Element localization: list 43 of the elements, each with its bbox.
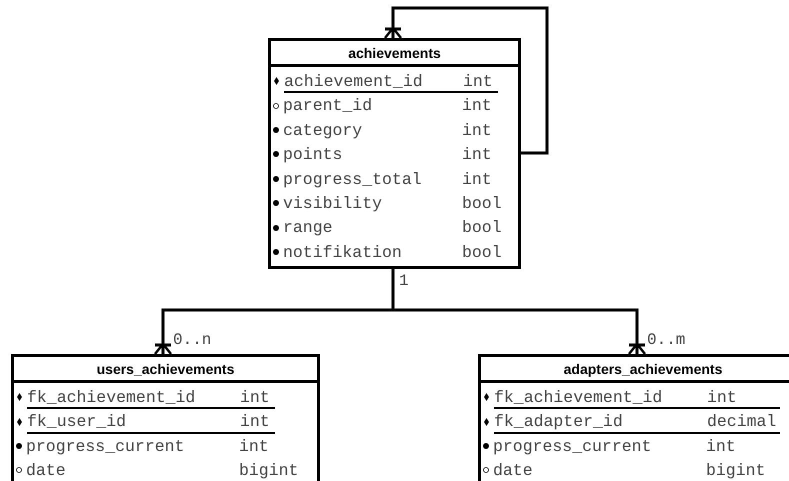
table-box [268, 38, 521, 269]
column-type: bool [462, 218, 502, 238]
column-name: fk_user_id [27, 412, 126, 432]
column-type: int [462, 145, 492, 164]
table-box [11, 354, 320, 481]
column-name: fk_achievement_id [494, 388, 662, 407]
column-type: bigint [239, 461, 298, 480]
column-type: int [707, 388, 737, 407]
column-name: date [26, 461, 66, 480]
column-name: notifikation [283, 242, 402, 262]
column-type: int [462, 120, 492, 140]
column-type: int [706, 436, 736, 456]
column-name: progress_current [26, 436, 184, 456]
column-type: bigint [706, 461, 766, 480]
relationship-line [392, 269, 646, 356]
column-name: range [283, 218, 333, 238]
cardinality-label: 0..m [647, 332, 686, 348]
column-type: decimal [707, 412, 776, 432]
column-type: int [462, 96, 492, 116]
column-name: fk_achievement_id [27, 388, 196, 407]
column-name: category [283, 120, 362, 140]
cardinality-label: 0..n [173, 332, 212, 348]
table-name: adapters_achievements [564, 360, 722, 376]
column-type: bool [462, 194, 502, 213]
column-type: int [240, 412, 270, 432]
column-name: date [493, 461, 533, 480]
column-type: int [240, 388, 270, 407]
column-name: parent_id [283, 96, 372, 116]
column-type: int [463, 72, 493, 91]
table-name: users_achievements [96, 360, 234, 376]
column-name: progress_total [283, 170, 422, 189]
column-name: progress_current [493, 436, 652, 456]
column-name: fk_adapter_id [494, 412, 623, 432]
column-name: achievement_id [284, 72, 423, 91]
column-type: bool [462, 242, 502, 262]
cardinality-label: 1 [399, 273, 409, 289]
column-type: int [239, 436, 269, 456]
table-name: achievements [348, 44, 441, 60]
table-box [478, 354, 789, 481]
column-type: int [462, 170, 492, 189]
relationship-line [384, 6, 548, 154]
column-name: points [283, 145, 342, 164]
column-name: visibility [283, 194, 382, 213]
